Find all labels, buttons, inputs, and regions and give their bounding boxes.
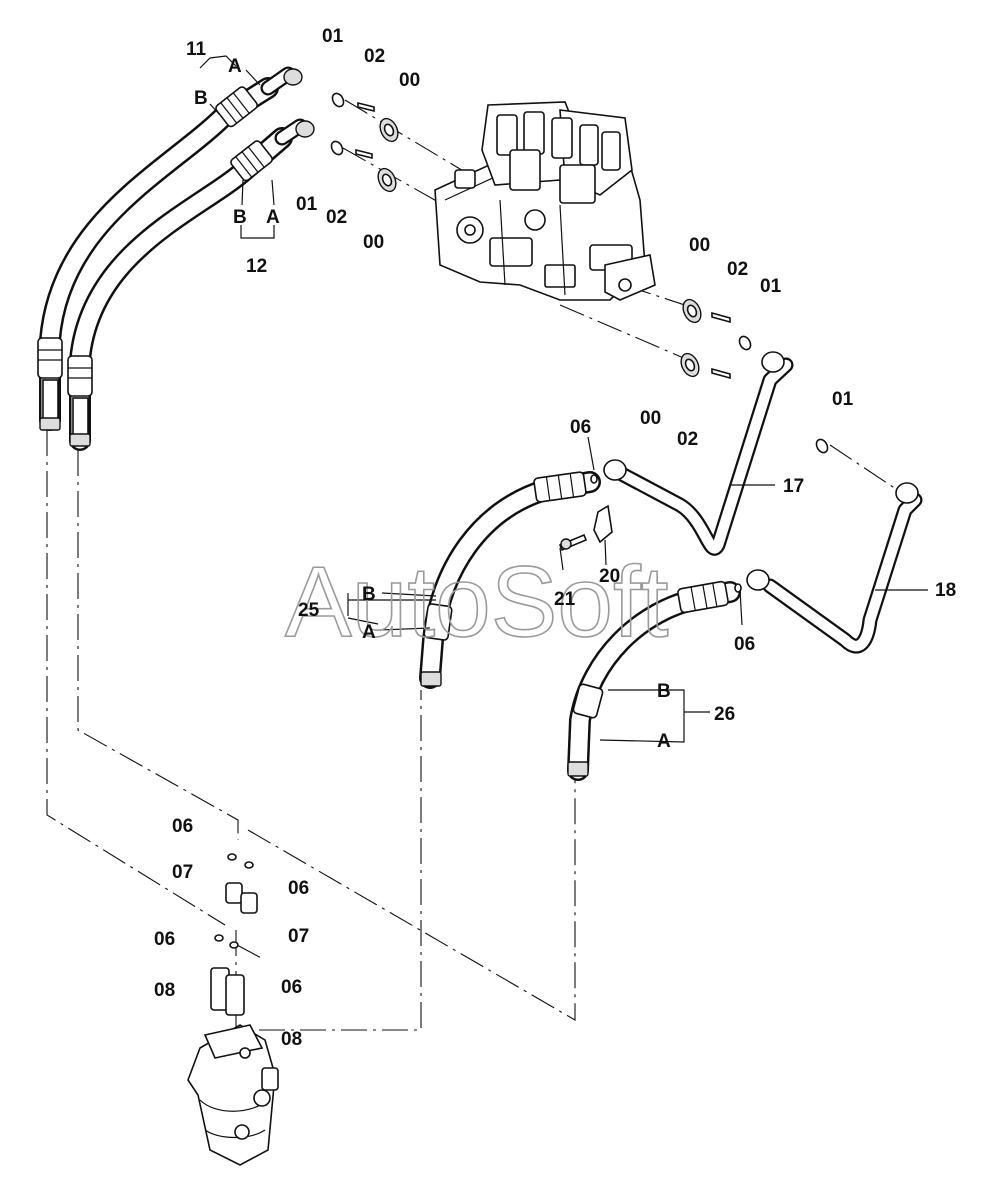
callout-18: 18	[935, 580, 956, 601]
pipe-17	[603, 351, 794, 556]
end-label: B	[194, 88, 208, 109]
end-label: B	[362, 584, 376, 605]
callout-21: 21	[554, 589, 576, 610]
pipe-18	[746, 482, 923, 654]
motor-assembly	[187, 853, 279, 1166]
end-label: A	[228, 56, 242, 77]
part-label: 00	[363, 232, 384, 253]
control-valve	[434, 101, 656, 301]
part-label: 00	[640, 408, 661, 429]
leader-lines	[199, 55, 928, 743]
callout-25: 25	[298, 600, 320, 621]
part-label: 01	[322, 26, 344, 47]
hose-12	[67, 118, 315, 451]
end-label: B	[233, 207, 247, 228]
part-label: 00	[399, 70, 420, 91]
callouts: 11 12 25 26 17 18 20 21 01 02 00 01 02 0…	[154, 26, 956, 1050]
part-label: 06	[288, 878, 309, 899]
watermark-text: AutoSoft	[285, 546, 669, 658]
hose-26	[567, 580, 741, 781]
end-label: A	[657, 731, 671, 752]
end-label: B	[657, 681, 671, 702]
callout-17: 17	[783, 476, 804, 497]
end-label: A	[362, 622, 376, 643]
callout-20: 20	[599, 566, 620, 587]
end-label: A	[266, 207, 280, 228]
part-label: 08	[154, 980, 175, 1001]
hose-25	[419, 471, 601, 689]
part-label: 06	[281, 977, 302, 998]
part-label: 02	[677, 429, 698, 450]
part-label: 02	[727, 259, 748, 280]
part-label: 02	[326, 207, 347, 228]
part-label: 01	[832, 389, 854, 410]
part-label: 02	[364, 46, 385, 67]
part-label: 06	[734, 634, 755, 655]
part-label: 07	[288, 926, 309, 947]
part-label: 07	[172, 862, 193, 883]
callout-12: 12	[246, 256, 267, 277]
part-label: 06	[154, 929, 175, 950]
part-label: 08	[281, 1029, 302, 1050]
part-label: 01	[296, 194, 318, 215]
hose-11	[37, 66, 303, 431]
part-label: 00	[689, 235, 710, 256]
flange-parts	[330, 92, 829, 593]
callout-26: 26	[714, 704, 735, 725]
part-label: 06	[570, 417, 591, 438]
part-label: 06	[172, 816, 193, 837]
part-label: 01	[760, 276, 782, 297]
callout-11: 11	[186, 39, 207, 60]
